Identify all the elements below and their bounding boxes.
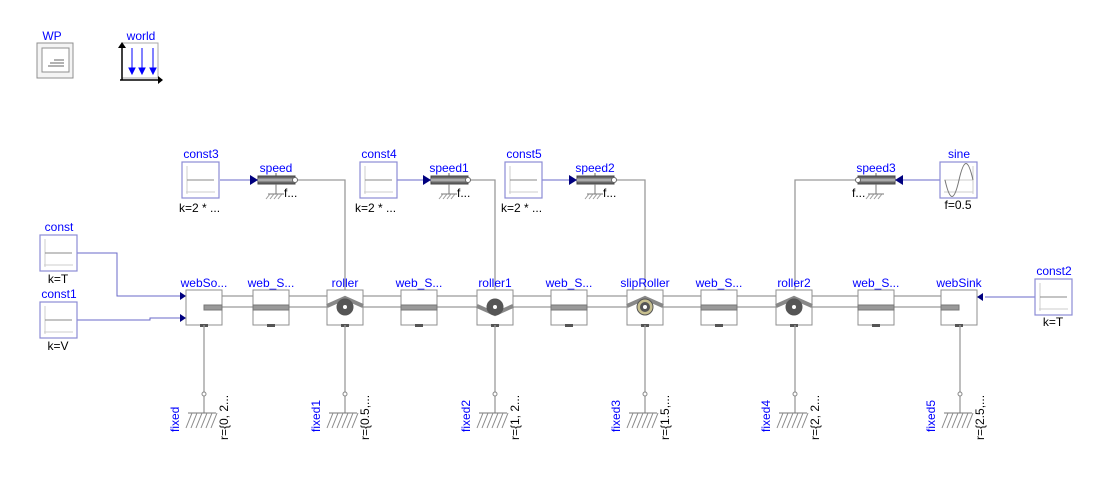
fixed-block-4[interactable]: fixed4 r={2, 2... <box>759 325 822 440</box>
sine-block[interactable]: sine f=0.5 <box>939 147 978 212</box>
const5-label: const5 <box>506 147 542 161</box>
const5-block[interactable]: const5 k=2 * ... <box>501 147 543 215</box>
chain-source-0[interactable]: webSo... <box>180 276 228 327</box>
const3-block[interactable]: const3 k=2 * ... <box>179 147 220 215</box>
sink-label: webSink <box>935 276 982 290</box>
source-label: webSo... <box>180 276 228 290</box>
wp-label: WP <box>42 29 61 43</box>
const5-param: k=2 * ... <box>501 201 542 215</box>
fixed-param: r={1, 2... <box>508 395 522 440</box>
const2-param: k=T <box>1043 315 1064 329</box>
fixed-label: fixed2 <box>459 400 473 432</box>
speed-param: f... <box>603 186 616 200</box>
chain-slip-6[interactable]: slipRoller <box>620 276 670 327</box>
speed-block-1[interactable]: speed1 f... <box>423 161 471 200</box>
fixed-param: r={2.5,... <box>973 395 987 440</box>
roller-label: roller <box>332 276 359 290</box>
input-port-icon <box>569 175 577 185</box>
const-label: const <box>45 220 74 234</box>
const4-param: k=2 * ... <box>355 201 396 215</box>
sine-param: f=0.5 <box>944 198 971 212</box>
speed-param: f... <box>457 186 470 200</box>
const-param: k=T <box>48 272 69 286</box>
fixed-param: r={0, 2... <box>217 395 231 440</box>
chain-span-7[interactable]: web_S... <box>695 276 743 327</box>
sine-wave-icon <box>944 163 974 197</box>
fixed-label: fixed <box>168 407 182 432</box>
span-label: web_S... <box>852 276 900 290</box>
const1-label: const1 <box>41 287 77 301</box>
speed-param: f... <box>284 186 297 200</box>
fixed-label: fixed1 <box>309 400 323 432</box>
gravity-arrows-icon <box>118 42 163 84</box>
fixed-block-1[interactable]: fixed1 r={0.5,... <box>309 325 372 440</box>
chain-span-1[interactable]: web_S... <box>247 276 295 327</box>
signal-connection[interactable] <box>77 317 180 321</box>
signal-connection[interactable] <box>77 252 180 297</box>
mechanical-connection[interactable] <box>794 179 858 307</box>
roller-label: roller2 <box>777 276 811 290</box>
chain-sink-10[interactable]: webSink <box>935 276 983 327</box>
fixed-label: fixed5 <box>924 400 938 432</box>
input-port-icon <box>895 175 903 185</box>
speed-block-2[interactable]: speed2 f... <box>569 161 617 200</box>
speed-label: speed1 <box>429 161 469 175</box>
chain-roller-4[interactable]: roller1 <box>476 276 514 327</box>
const-block[interactable]: const k=T <box>39 220 78 286</box>
const3-param: k=2 * ... <box>179 201 220 215</box>
speed-block-3[interactable]: speed3 f... <box>852 161 903 200</box>
span-label: web_S... <box>395 276 443 290</box>
speed-param: f... <box>852 186 865 200</box>
table-icon <box>48 59 64 67</box>
fixed-param: r={0.5,... <box>358 395 372 440</box>
const3-label: const3 <box>183 147 219 161</box>
slip-label: slipRoller <box>620 276 669 290</box>
fixed-param: r={2, 2... <box>808 395 822 440</box>
chain-roller-2[interactable]: roller <box>326 276 364 327</box>
fixed-block-2[interactable]: fixed2 r={1, 2... <box>459 325 522 440</box>
sine-label: sine <box>948 147 970 161</box>
fixed-label: fixed4 <box>759 400 773 432</box>
const2-block[interactable]: const2 k=T <box>1034 264 1073 329</box>
world-label: world <box>126 29 156 43</box>
fixed-param: r={1.5,... <box>658 395 672 440</box>
world-component[interactable]: world <box>118 29 163 84</box>
roller-label: roller1 <box>478 276 512 290</box>
const4-block[interactable]: const4 k=2 * ... <box>355 147 398 215</box>
const2-label: const2 <box>1036 264 1072 278</box>
speed-label: speed2 <box>575 161 615 175</box>
fixed-block-3[interactable]: fixed3 r={1.5,... <box>609 325 672 440</box>
speed-label: speed3 <box>856 161 896 175</box>
chain-span-9[interactable]: web_S... <box>852 276 900 327</box>
speed-block-0[interactable]: speed f... <box>250 161 298 200</box>
span-label: web_S... <box>247 276 295 290</box>
input-port-icon <box>423 175 431 185</box>
fixed-block-5[interactable]: fixed5 r={2.5,... <box>924 325 987 440</box>
const4-label: const4 <box>361 147 397 161</box>
const1-block[interactable]: const1 k=V <box>39 287 78 353</box>
mechanical-connection[interactable] <box>295 179 346 307</box>
span-label: web_S... <box>695 276 743 290</box>
chain-roller-8[interactable]: roller2 <box>775 276 813 327</box>
chain-span-3[interactable]: web_S... <box>395 276 443 327</box>
input-port-icon <box>250 175 258 185</box>
chain-span-5[interactable]: web_S... <box>545 276 593 327</box>
fixed-label: fixed3 <box>609 400 623 432</box>
speed-label: speed <box>260 161 293 175</box>
wp-component[interactable]: WP <box>36 29 74 79</box>
const1-param: k=V <box>47 339 68 353</box>
mechanical-connection[interactable] <box>468 179 496 307</box>
fixed-block-0[interactable]: fixed r={0, 2... <box>168 325 231 440</box>
span-label: web_S... <box>545 276 593 290</box>
mechanical-connection[interactable] <box>615 179 646 307</box>
